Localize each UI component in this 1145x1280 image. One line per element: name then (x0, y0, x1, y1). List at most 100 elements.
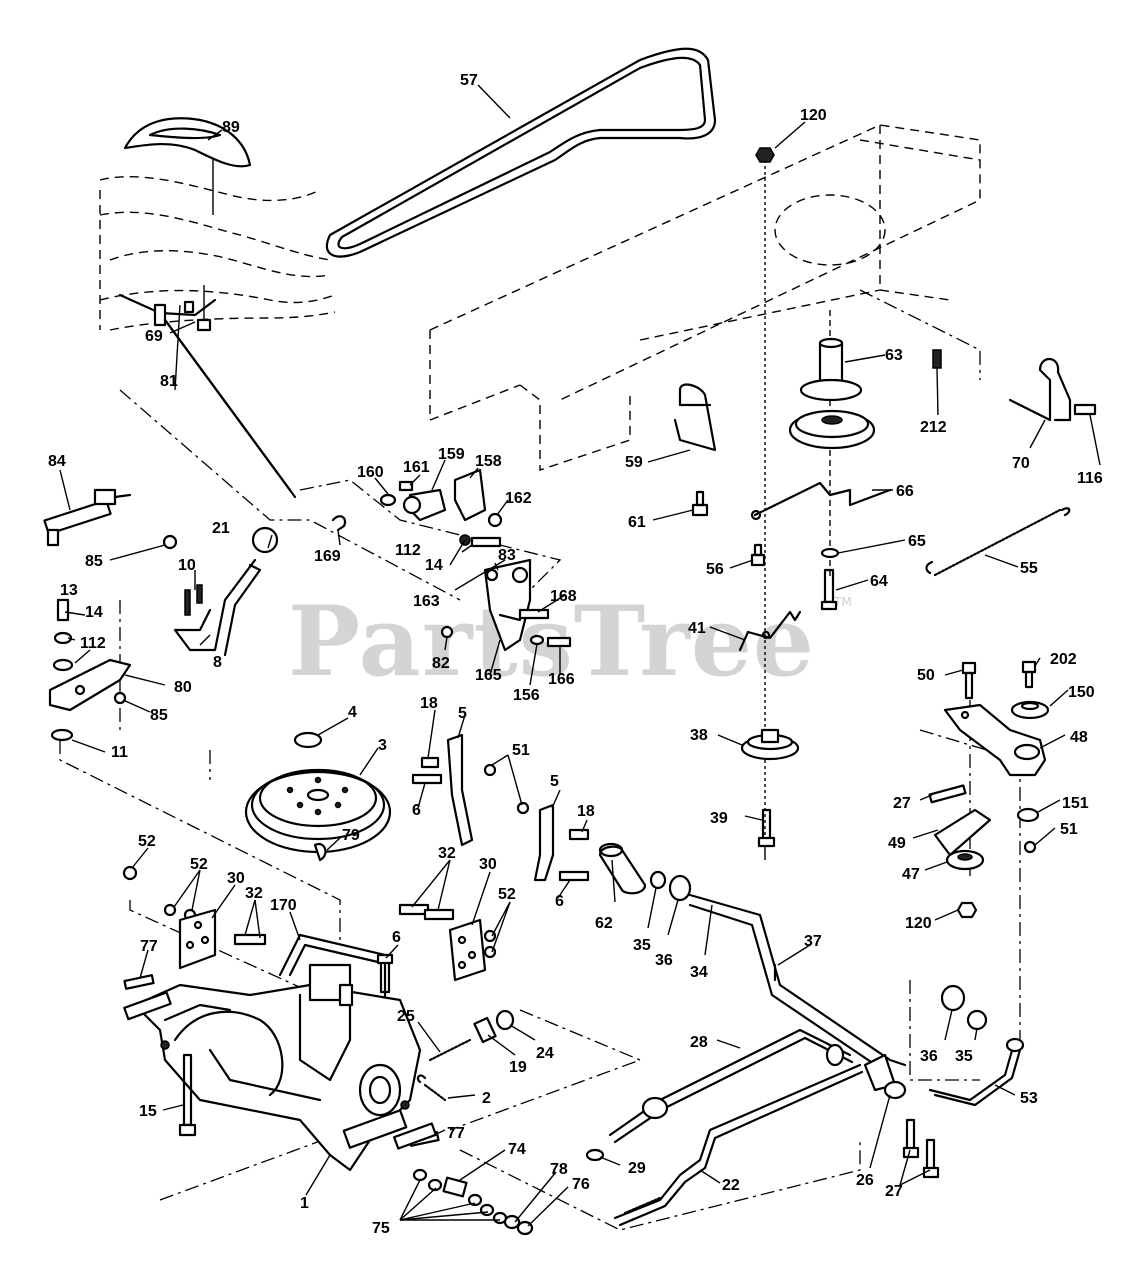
label-161: 161 (403, 459, 430, 476)
label-35-lower: 35 (955, 1048, 973, 1065)
label-120-lower: 120 (905, 915, 932, 932)
label-22: 22 (722, 1177, 740, 1194)
nut-35-upper (649, 870, 667, 890)
washers-75 (412, 1168, 508, 1225)
label-120-top: 120 (800, 107, 827, 124)
bolt-27-upper (928, 784, 967, 804)
label-76: 76 (572, 1176, 590, 1193)
label-112-lower: 112 (80, 635, 106, 652)
nut-51-lower (516, 801, 530, 815)
bolt-202 (1021, 660, 1037, 689)
label-64: 64 (870, 573, 888, 590)
nut-51-right (1023, 840, 1037, 854)
label-19: 19 (509, 1059, 527, 1076)
shift-lever-8 (173, 558, 262, 657)
frame-rail (429, 124, 981, 471)
label-166: 166 (548, 671, 575, 688)
label-26: 26 (856, 1172, 874, 1189)
label-170: 170 (270, 897, 297, 914)
nut-85-lower (113, 691, 127, 705)
label-6-upper: 6 (412, 802, 421, 819)
label-8: 8 (213, 654, 222, 671)
washer-11 (50, 728, 74, 742)
label-18-lower: 18 (577, 803, 595, 820)
bolt-168 (518, 608, 550, 620)
pin-10 (184, 584, 203, 616)
bolt-6-center (376, 953, 394, 994)
label-47: 47 (902, 866, 920, 883)
label-13: 13 (60, 582, 78, 599)
bracket-48 (943, 703, 1047, 777)
bolt-13 (56, 598, 70, 622)
transaxle (123, 963, 437, 1172)
label-53: 53 (1020, 1090, 1038, 1107)
bolt-116 (1073, 403, 1097, 416)
label-21: 21 (212, 520, 230, 537)
label-52-upper: 52 (190, 856, 208, 873)
rod-70 (1008, 357, 1072, 422)
bushing-151 (1016, 807, 1040, 823)
label-160: 160 (357, 464, 384, 481)
label-34: 34 (690, 964, 708, 981)
label-48: 48 (1070, 729, 1088, 746)
pin-82 (440, 625, 454, 639)
label-85-upper: 85 (85, 553, 103, 570)
label-57: 57 (460, 72, 478, 89)
screw-212 (932, 349, 942, 369)
label-51-right: 51 (1060, 821, 1078, 838)
label-41: 41 (688, 620, 706, 637)
label-156: 156 (513, 687, 540, 704)
fender-outline (99, 176, 336, 331)
bolt-39 (757, 808, 776, 848)
label-162: 162 (505, 490, 532, 507)
bolt-15 (178, 1053, 197, 1137)
label-3: 3 (378, 737, 387, 754)
label-30-left: 30 (227, 870, 245, 887)
label-165: 165 (475, 667, 502, 684)
label-2: 2 (482, 1090, 491, 1107)
label-39: 39 (710, 810, 728, 827)
label-6-center: 6 (392, 929, 401, 946)
rod-end-29 (585, 1148, 605, 1162)
label-27-lower: 27 (885, 1183, 903, 1200)
label-52-left: 52 (138, 833, 156, 850)
label-27-upper: 27 (893, 795, 911, 812)
bolt-32 (233, 903, 455, 946)
key-79 (313, 842, 327, 862)
label-75: 75 (372, 1220, 390, 1237)
label-24: 24 (536, 1045, 554, 1062)
plate-30-left (178, 908, 217, 970)
bolt-50 (961, 661, 977, 700)
bushing-62 (598, 842, 647, 895)
shaft-81 (118, 293, 297, 499)
label-74: 74 (508, 1141, 526, 1158)
washer-36-upper (668, 874, 692, 902)
label-62: 62 (595, 915, 613, 932)
label-1: 1 (300, 1195, 309, 1212)
label-85-lower: 85 (150, 707, 168, 724)
bushing-74 (442, 1176, 468, 1198)
label-89: 89 (222, 119, 240, 136)
label-69: 69 (145, 328, 163, 345)
bolt-64 (820, 568, 838, 611)
label-50: 50 (917, 667, 935, 684)
callout-labels: 57 120 89 69 63 212 70 116 81 84 160 161… (48, 72, 1103, 1237)
hook-59 (673, 383, 717, 452)
screw-18-lower (568, 828, 590, 841)
label-116: 116 (1077, 470, 1103, 487)
washer-36-lower (940, 984, 966, 1012)
leader-lines (59, 84, 1101, 1227)
nut-35-lower (966, 1009, 988, 1031)
watermark-trademark: TM (833, 595, 852, 609)
label-77-upper: 77 (140, 938, 158, 955)
label-112-upper: 112 (395, 542, 421, 559)
screw-18-upper (420, 756, 440, 769)
label-28: 28 (690, 1034, 708, 1051)
bracket-26 (863, 1053, 907, 1100)
label-80: 80 (174, 679, 192, 696)
shift-knob (251, 526, 279, 554)
spring-2 (416, 1074, 447, 1102)
screw-6-upper (411, 773, 443, 785)
bracket-5-upper (446, 733, 474, 847)
linkage-bracket (379, 468, 503, 548)
